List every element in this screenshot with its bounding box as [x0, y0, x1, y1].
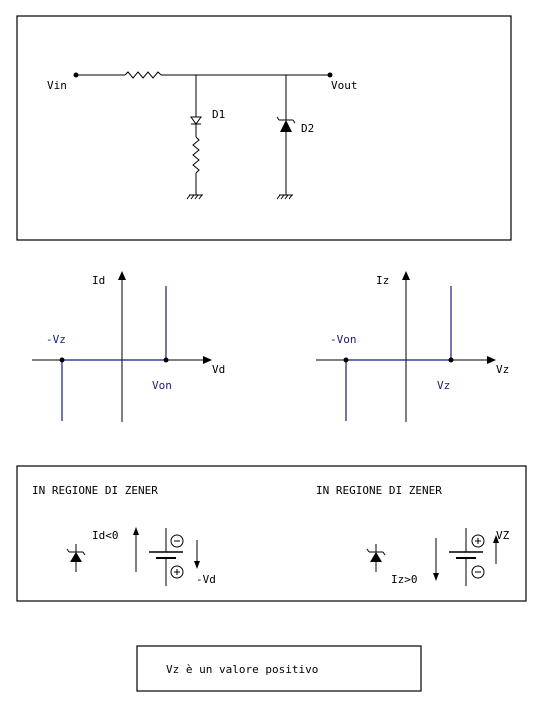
d1-label: D1: [212, 108, 225, 121]
series-resistor: [124, 71, 162, 79]
right-region-title: IN REGIONE DI ZENER: [316, 484, 442, 497]
zener-label: Vz: [437, 379, 450, 392]
forward-label: -Von: [330, 333, 357, 346]
plus-icon: [170, 565, 184, 579]
right-current-label: Iz>0: [391, 573, 418, 586]
arrow-up-icon: [133, 527, 139, 535]
y-axis-arrow-icon: [402, 271, 410, 280]
y-axis-arrow-icon: [118, 271, 126, 280]
zener-point: [448, 357, 454, 363]
ground-icon: [186, 194, 203, 200]
left-voltage-label: -Vd: [196, 573, 216, 586]
breakdown-point: [59, 357, 65, 363]
minus-icon: [170, 534, 184, 548]
circuit-panel: Vin Vout D1: [16, 15, 512, 241]
note-panel: Vz è un valore positivo: [136, 645, 422, 692]
forward-point: [343, 357, 349, 363]
x-axis-arrow-icon: [203, 356, 212, 364]
y-axis-label: Id: [92, 274, 105, 287]
x-axis-label: Vz: [496, 363, 509, 376]
arrow-down-icon: [433, 573, 439, 581]
battery-icon: [449, 528, 485, 586]
vout-terminal: [327, 72, 333, 78]
arrow-down-icon: [194, 561, 200, 569]
diode-characteristic-curve: [61, 286, 167, 421]
note-text: Vz è un valore positivo: [166, 663, 318, 676]
right-voltage-label: VZ: [496, 529, 510, 542]
d2-label: D2: [301, 122, 314, 135]
zener-characteristic-graph: Iz Vz -Von Vz: [316, 271, 509, 422]
zener-diode-icon: [276, 116, 296, 132]
x-axis-arrow-icon: [487, 356, 496, 364]
d1-diode-icon: [190, 116, 202, 125]
breakdown-label: -Vz: [46, 333, 66, 346]
x-axis-label: Vd: [212, 363, 225, 376]
minus-icon: [471, 565, 485, 579]
threshold-label: Von: [152, 379, 172, 392]
d1-resistor: [192, 136, 200, 174]
left-region-title: IN REGIONE DI ZENER: [32, 484, 158, 497]
battery-icon: [149, 528, 184, 586]
arrow-up-icon: [493, 535, 499, 543]
diode-characteristic-graph: Id Vd -Vz Von: [32, 271, 225, 422]
plus-icon: [471, 534, 485, 548]
zener-diode-icon: [366, 544, 386, 572]
left-current-label: Id<0: [92, 529, 119, 542]
circuit-frame: [16, 15, 512, 241]
zener-region-panel: IN REGIONE DI ZENER IN REGIONE DI ZENER …: [16, 465, 527, 602]
zener-characteristic-curve: [345, 286, 452, 421]
vout-label: Vout: [331, 79, 358, 92]
vin-label: Vin: [47, 79, 67, 92]
ground-icon: [276, 194, 293, 200]
y-axis-label: Iz: [376, 274, 389, 287]
zener-region-frame: [16, 465, 527, 602]
note-frame: [136, 645, 422, 692]
zener-diode-icon: [66, 544, 86, 572]
threshold-point: [163, 357, 169, 363]
